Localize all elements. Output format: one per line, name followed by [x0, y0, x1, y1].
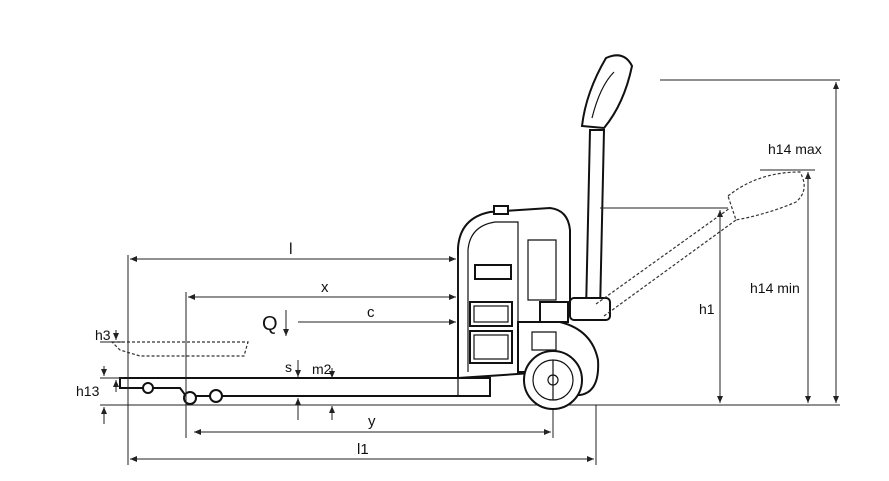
label-h1: h1: [699, 301, 715, 317]
drive-wheel: [523, 350, 583, 410]
tiller-upright: [569, 54, 634, 321]
label-l1: l1: [357, 441, 369, 458]
tiller-lowered: [595, 171, 805, 317]
label-h3: h3: [95, 327, 111, 343]
label-l: l: [289, 241, 293, 258]
label-h14-max: h14 max: [768, 141, 822, 157]
forks: [119, 377, 491, 405]
label-h14-min: h14 min: [750, 280, 800, 296]
label-c: c: [367, 304, 375, 321]
label-s: s: [285, 359, 292, 375]
label-Q: Q: [262, 313, 278, 335]
label-h13: h13: [76, 383, 100, 399]
label-y: y: [368, 413, 376, 430]
label-x: x: [321, 279, 329, 296]
fork-raised: [110, 341, 249, 357]
label-m2: m2: [312, 361, 332, 377]
